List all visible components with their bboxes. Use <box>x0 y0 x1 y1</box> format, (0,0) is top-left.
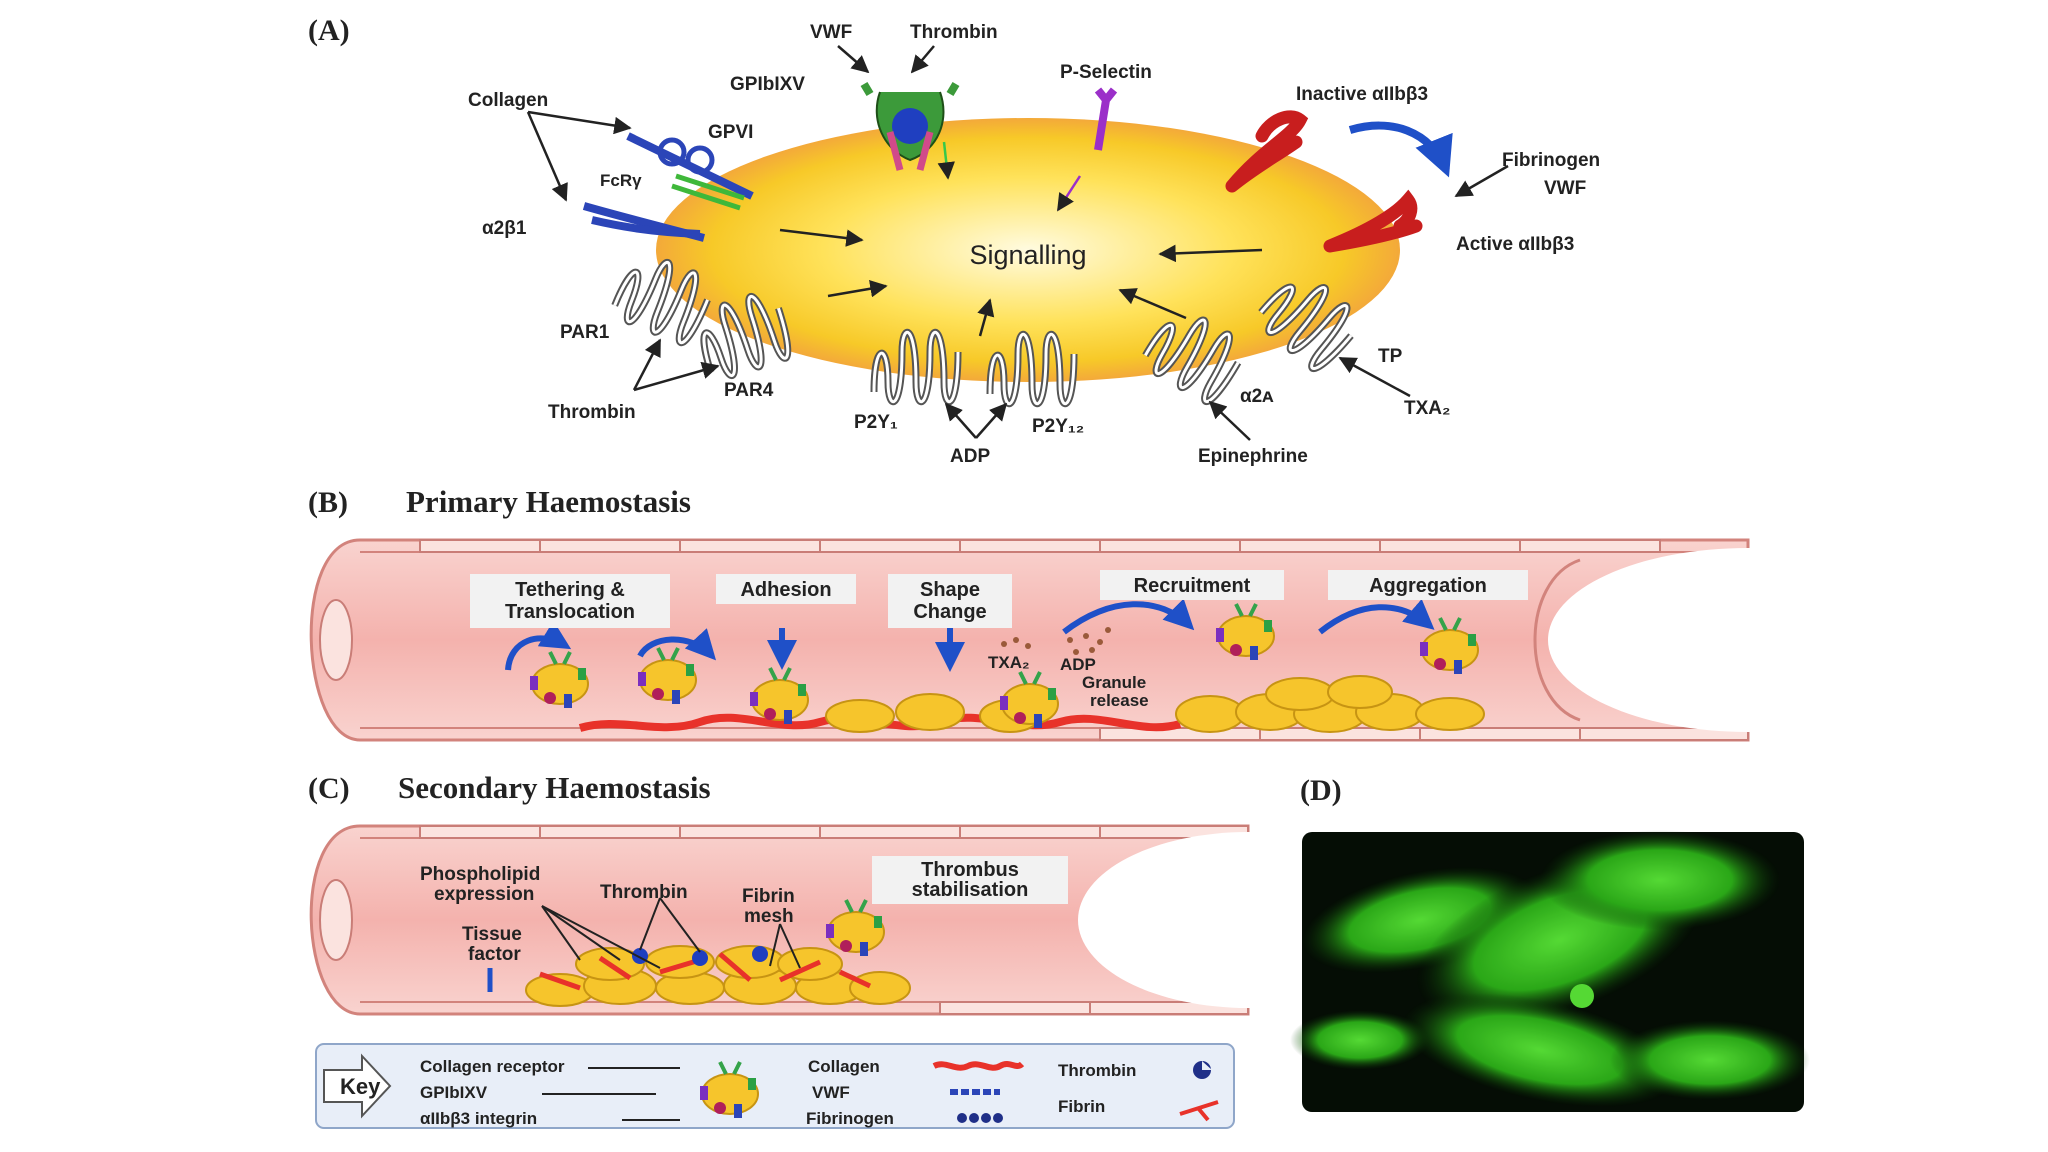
box-aggregation: Aggregation <box>1328 570 1528 600</box>
panel-b-title: Primary Haemostasis <box>406 484 691 519</box>
thrombin-bottom-label: Thrombin <box>548 402 636 423</box>
adhesion-label: Adhesion <box>740 579 831 601</box>
txa2-b-label: TXA₂ <box>988 653 1030 672</box>
active-integrin-label: Active αIIbβ3 <box>1456 234 1574 255</box>
epinephrine-label: Epinephrine <box>1198 446 1308 467</box>
aggregation-label: Aggregation <box>1369 575 1487 597</box>
gpvi-label: GPVI <box>708 122 753 143</box>
fibrin-line-2: mesh <box>744 906 794 927</box>
key-fibrinogen-icon <box>957 1113 1003 1123</box>
a2a-label: α2ᴀ <box>1240 386 1274 407</box>
key-title: Key <box>340 1074 381 1099</box>
panel-b: (B) Primary Haemostasis <box>308 484 1948 742</box>
panel-c-letter: (C) <box>308 772 350 805</box>
panel-d: (D) <box>1290 774 1810 1112</box>
key-thrombin: Thrombin <box>1058 1061 1136 1080</box>
p2y12-label: P2Y₁₂ <box>1032 416 1084 437</box>
stabilisation-line-1: Thrombus <box>921 859 1019 881</box>
gpib-label: GPIbIXV <box>730 74 805 95</box>
tethering-line-1: Tethering & <box>515 579 625 601</box>
phospholipid-line-1: Phospholipid <box>420 864 540 885</box>
key-fibrin: Fibrin <box>1058 1097 1105 1116</box>
fcr-label: FcRγ <box>600 171 642 190</box>
tissue-line-1: Tissue <box>462 924 522 945</box>
inactive-integrin-label: Inactive αIIbβ3 <box>1296 84 1428 105</box>
txa2-label: TXA₂ <box>1404 398 1450 419</box>
phospholipid-line-2: expression <box>434 884 534 905</box>
panel-c-title: Secondary Haemostasis <box>398 770 711 805</box>
inactive-integrin-icon <box>1225 110 1309 193</box>
panel-b-letter: (B) <box>308 486 348 519</box>
a2b1-receptor-icon <box>582 202 706 242</box>
shape-line-2: Change <box>913 601 986 623</box>
key-integrin: αIIbβ3 integrin <box>420 1109 537 1128</box>
gpvi-receptor-icon <box>626 132 754 211</box>
ligand-arrows <box>526 45 1509 441</box>
tp-label: TP <box>1378 346 1403 367</box>
thrombin-c-label: Thrombin <box>600 882 688 903</box>
shape-line-1: Shape <box>920 579 980 601</box>
box-adhesion: Adhesion <box>716 574 856 604</box>
panel-a-letter: (A) <box>308 14 350 47</box>
box-tethering: Tethering & Translocation <box>470 574 670 628</box>
panel-d-letter: (D) <box>1300 774 1342 807</box>
key-collagen-receptor: Collagen receptor <box>420 1057 565 1076</box>
p2y1-label: P2Y₁ <box>854 412 898 433</box>
granule-dots <box>1001 627 1111 655</box>
p-selectin-label: P-Selectin <box>1060 62 1152 83</box>
thrombin-top-label: Thrombin <box>910 22 998 43</box>
panel-c: (C) Secondary Haemostasis <box>308 770 1418 1016</box>
key-collagen-icon <box>932 1061 1025 1071</box>
recruitment-label: Recruitment <box>1134 575 1251 597</box>
box-stabilisation: Thrombus stabilisation <box>872 856 1068 904</box>
key-collagen: Collagen <box>808 1057 880 1076</box>
a2b1-label: α2β1 <box>482 218 527 239</box>
par4-label: PAR4 <box>724 380 774 401</box>
signalling-label: Signalling <box>969 240 1086 270</box>
integrin-activation-arrow <box>1348 121 1453 178</box>
tethering-line-2: Translocation <box>505 601 635 623</box>
key-fibrin-icon <box>1179 1100 1219 1122</box>
panel-a: (A) Signalling <box>308 14 1600 467</box>
box-recruitment: Recruitment <box>1100 570 1284 600</box>
fibrinogen-label: Fibrinogen <box>1502 150 1600 171</box>
collagen-label: Collagen <box>468 90 548 111</box>
key-vwf: VWF <box>812 1083 850 1102</box>
motion-arrows-b <box>505 598 1435 672</box>
fluorescence-blobs <box>1290 830 1810 1107</box>
key-gpib: GPIbIXV <box>420 1083 488 1102</box>
active-integrin-icon <box>1323 189 1423 253</box>
adp-label: ADP <box>950 446 990 467</box>
platelet-cell <box>656 118 1400 382</box>
fibrin-clot-c <box>525 945 911 1007</box>
vwf-label: VWF <box>810 22 852 43</box>
vwf-right-label: VWF <box>1544 178 1586 199</box>
key-thrombin-icon <box>1193 1061 1212 1079</box>
par1-label: PAR1 <box>560 322 610 343</box>
tissue-line-2: factor <box>468 944 521 965</box>
gpib-receptor-icon <box>860 81 960 171</box>
pointer-lines-c <box>541 897 801 969</box>
p-selectin-icon <box>1094 87 1118 151</box>
fibrin-line-1: Fibrin <box>742 886 795 907</box>
stabilisation-line-2: stabilisation <box>912 879 1029 901</box>
key-box: Key Collagen receptor GPIbIXV αIIbβ3 int… <box>315 1043 1235 1129</box>
key-fibrinogen: Fibrinogen <box>806 1109 894 1128</box>
granule-line-1: Granule <box>1082 673 1146 692</box>
adp-b-label: ADP <box>1060 655 1096 674</box>
box-shape-change: Shape Change <box>888 574 1012 628</box>
signal-arrows <box>779 141 1263 337</box>
granule-line-2: release <box>1090 691 1149 710</box>
